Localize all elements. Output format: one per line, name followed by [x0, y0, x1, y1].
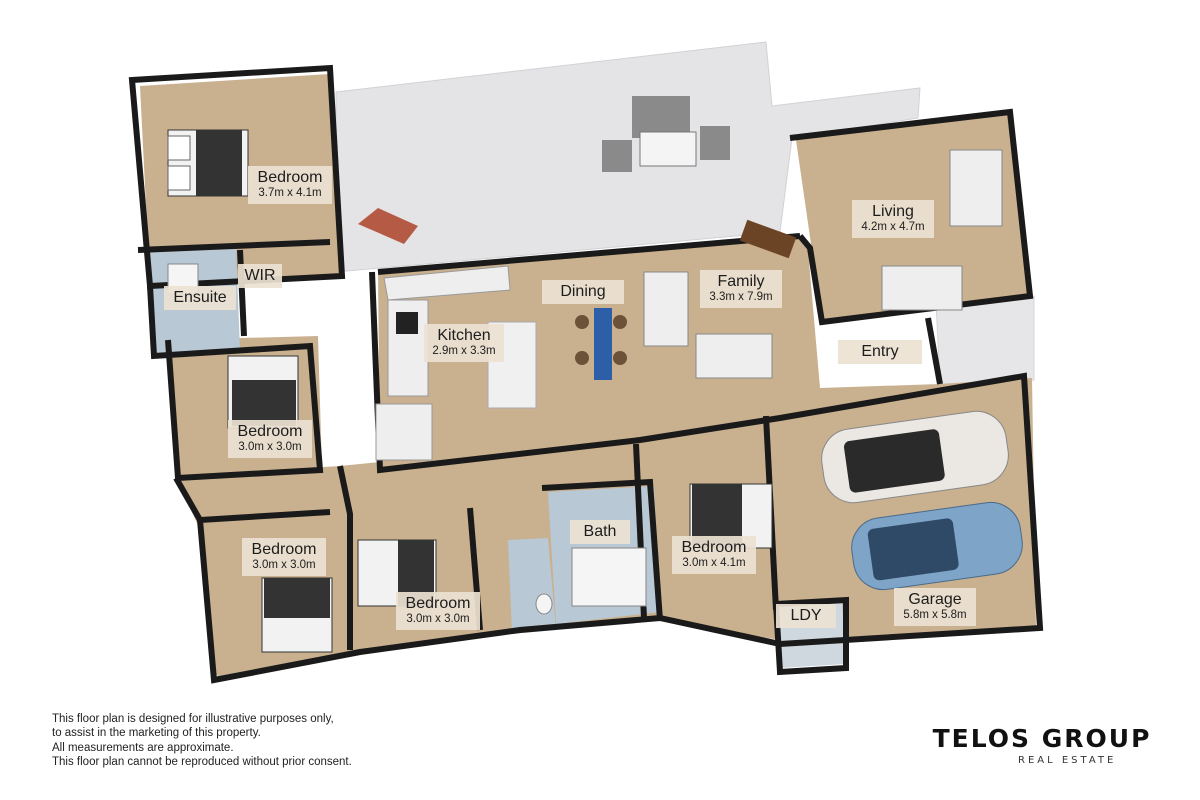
room-dimensions: 3.3m x 7.9m	[709, 291, 773, 304]
room-label-master-bedroom: Bedroom 3.7m x 4.1m	[248, 166, 332, 204]
room-name: Entry	[861, 343, 899, 360]
brand-logo: TELOS GROUP REAL ESTATE	[928, 724, 1156, 766]
room-dimensions: 2.9m x 3.3m	[432, 345, 496, 358]
room-label-bedroom-5: Bedroom 3.0m x 4.1m	[672, 536, 756, 574]
room-label-bath: Bath	[570, 520, 630, 545]
bed-3	[261, 577, 333, 653]
bed-2	[227, 355, 299, 429]
room-name: LDY	[790, 607, 822, 624]
room-name: Bedroom	[257, 169, 323, 186]
room-name: Living	[872, 203, 914, 220]
room-dimensions: 3.0m x 3.0m	[406, 613, 470, 626]
room-label-living: Living 4.2m x 4.7m	[852, 200, 934, 238]
outdoor-chair	[700, 126, 730, 160]
room-dimensions: 3.0m x 3.0m	[252, 559, 316, 572]
room-name: Ensuite	[173, 289, 227, 306]
kitchen-fixtures	[375, 265, 537, 461]
outdoor-table	[639, 131, 697, 167]
room-dimensions: 3.7m x 4.1m	[258, 187, 322, 200]
outdoor-bench	[632, 96, 690, 138]
wc-floor	[508, 538, 556, 634]
room-name: Family	[717, 273, 765, 290]
room-name: Dining	[560, 283, 606, 300]
room-name: Bedroom	[681, 539, 747, 556]
room-name: Bedroom	[405, 595, 471, 612]
disclaimer-line: to assist in the marketing of this prope…	[52, 727, 261, 740]
brand-tagline: REAL ESTATE	[1018, 755, 1117, 766]
room-label-entry: Entry	[838, 340, 922, 365]
room-dimensions: 4.2m x 4.7m	[861, 221, 925, 234]
dining-set	[575, 308, 627, 380]
disclaimer: This floor plan is designed for illustra…	[52, 712, 432, 770]
disclaimer-line: This floor plan cannot be reproduced wit…	[52, 756, 352, 769]
car-blue	[851, 501, 1023, 591]
room-label-garage: Garage 5.8m x 5.8m	[894, 588, 976, 626]
room-label-bedroom-3: Bedroom 3.0m x 3.0m	[242, 538, 326, 576]
room-name: Bath	[583, 523, 617, 540]
room-label-kitchen: Kitchen 2.9m x 3.3m	[424, 324, 504, 362]
brand-name: TELOS GROUP	[932, 724, 1152, 753]
room-dimensions: 5.8m x 5.8m	[903, 609, 967, 622]
outdoor-lounger	[358, 208, 418, 244]
room-name: Bedroom	[251, 541, 317, 558]
room-dimensions: 3.0m x 3.0m	[238, 441, 302, 454]
master-bed	[167, 129, 249, 197]
room-label-bedroom-4: Bedroom 3.0m x 3.0m	[396, 592, 480, 630]
sofas	[643, 149, 1003, 379]
room-label-family: Family 3.3m x 7.9m	[700, 270, 782, 308]
room-name: Bedroom	[237, 423, 303, 440]
room-label-bedroom-2: Bedroom 3.0m x 3.0m	[228, 420, 312, 458]
disclaimer-line: This floor plan is designed for illustra…	[52, 713, 334, 725]
room-label-laundry: LDY	[776, 604, 836, 629]
bath-fixtures	[167, 263, 647, 615]
room-label-wir: WIR	[238, 264, 282, 289]
disclaimer-line: All measurements are approximate.	[52, 741, 234, 754]
alfresco-deck	[335, 41, 921, 273]
room-label-ensuite: Ensuite	[164, 286, 236, 311]
car-white	[821, 410, 1009, 504]
room-name: Garage	[908, 591, 962, 608]
room-dimensions: 3.0m x 4.1m	[682, 557, 746, 570]
room-name: Kitchen	[437, 327, 491, 344]
room-name: WIR	[244, 267, 276, 284]
room-label-dining: Dining	[542, 280, 624, 305]
floor-plan	[128, 41, 1044, 684]
outdoor-chair	[602, 140, 632, 172]
